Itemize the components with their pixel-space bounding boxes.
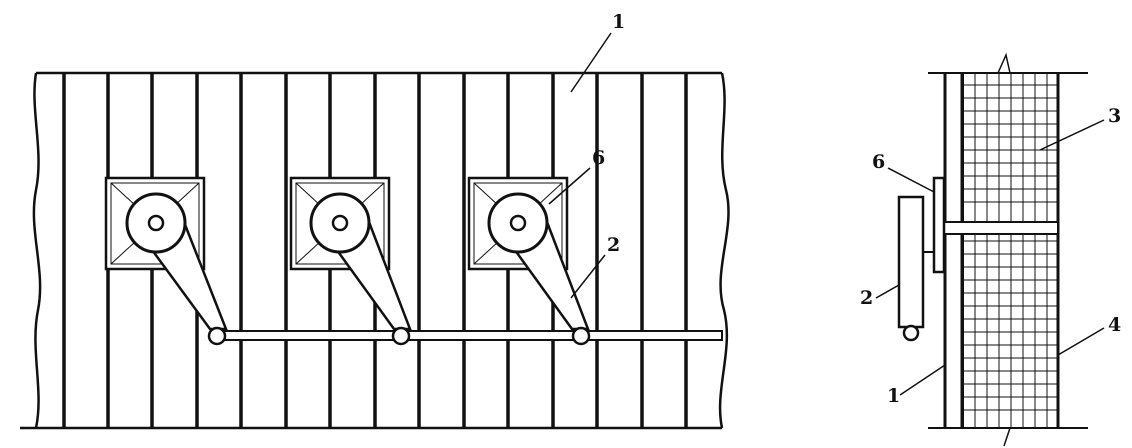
section-board	[943, 73, 964, 428]
bracket-assembly-2	[289, 176, 412, 346]
front-view: 1 6 2	[20, 11, 730, 430]
section-arm	[897, 195, 934, 342]
front-callouts	[548, 32, 612, 299]
side-grid-label: 4	[1108, 314, 1121, 336]
axle-hole	[331, 214, 349, 232]
axle-hole	[509, 214, 527, 232]
section-callouts	[875, 119, 1105, 396]
arm-pivot	[902, 324, 920, 342]
arm-pivot	[571, 326, 591, 346]
anchor-bolt	[939, 221, 1059, 235]
front-arm-label: 2	[607, 234, 620, 256]
axle-hole	[147, 214, 165, 232]
connecting-rail	[217, 330, 723, 341]
front-bracket-label: 6	[592, 147, 605, 169]
side-board-label: 1	[887, 385, 900, 407]
section-view: 6 2 1 3 4	[860, 52, 1121, 447]
bracket-assembly-1	[104, 176, 228, 346]
section-bracket-plate	[932, 176, 946, 274]
side-arm-label: 2	[860, 287, 873, 309]
bracket-assembly-3	[467, 176, 591, 346]
side-bracket-label: 6	[872, 151, 885, 173]
side-insulation-label: 3	[1108, 105, 1121, 127]
arm-pivot	[207, 326, 227, 346]
front-board-label: 1	[612, 11, 625, 33]
arm-pivot	[391, 326, 411, 346]
front-board-lines	[62, 73, 688, 428]
insulation-grid	[962, 72, 1060, 429]
